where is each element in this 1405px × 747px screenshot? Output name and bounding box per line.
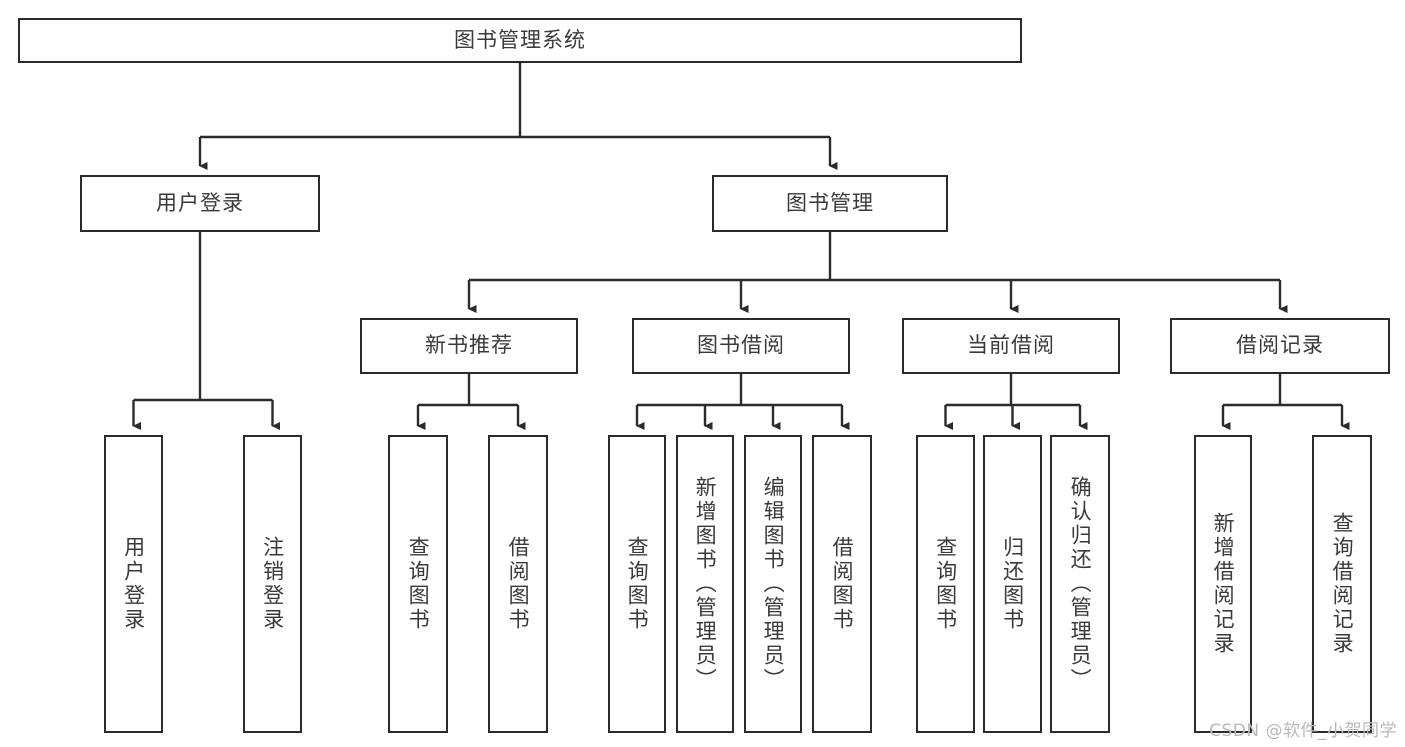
- leaf-node-box[interactable]: 借阅图书: [812, 435, 872, 733]
- leaf-node-box[interactable]: 借阅图书: [488, 435, 548, 733]
- node-label: 图书管理系统: [454, 27, 586, 52]
- node-label: 查询图书: [406, 536, 431, 632]
- node-label: 用户登录: [121, 536, 146, 632]
- leaf-node-box[interactable]: 查询图书: [608, 435, 666, 733]
- level3-node-box[interactable]: 新书推荐: [360, 318, 578, 374]
- leaf-node-box[interactable]: 归还图书: [983, 435, 1042, 733]
- node-label: 新增图书（管理员）: [693, 476, 718, 692]
- node-label: 编辑图书（管理员）: [761, 476, 786, 692]
- node-label: 注销登录: [260, 536, 285, 632]
- node-label: 新增借阅记录: [1211, 512, 1236, 656]
- node-label: 借阅图书: [830, 536, 855, 632]
- leaf-node-box[interactable]: 用户登录: [104, 435, 163, 733]
- level2-node-box[interactable]: 图书管理: [712, 175, 948, 232]
- level3-node-box[interactable]: 当前借阅: [902, 318, 1120, 374]
- level3-node-box[interactable]: 图书借阅: [632, 318, 850, 374]
- level2-node-box[interactable]: 用户登录: [80, 175, 320, 232]
- leaf-node-box[interactable]: 查询借阅记录: [1312, 435, 1372, 733]
- node-label: 用户登录: [156, 190, 244, 215]
- root-node-box[interactable]: 图书管理系统: [18, 18, 1022, 63]
- leaf-node-box[interactable]: 查询图书: [388, 435, 448, 733]
- leaf-node-box[interactable]: 查询图书: [916, 435, 975, 733]
- node-label: 借阅图书: [506, 536, 531, 632]
- node-label: 新书推荐: [425, 333, 513, 358]
- node-label: 查询借阅记录: [1330, 512, 1355, 656]
- node-label: 图书管理: [786, 190, 874, 215]
- leaf-node-box[interactable]: 编辑图书（管理员）: [744, 435, 802, 733]
- leaf-node-box[interactable]: 注销登录: [243, 435, 302, 733]
- leaf-node-box[interactable]: 新增图书（管理员）: [676, 435, 734, 733]
- leaf-node-box[interactable]: 新增借阅记录: [1194, 435, 1252, 733]
- level3-node-box[interactable]: 借阅记录: [1170, 318, 1390, 374]
- connector-layer: [132, 63, 1350, 431]
- node-label: 查询图书: [933, 536, 958, 632]
- node-label: 归还图书: [1000, 536, 1025, 632]
- node-label: 查询图书: [625, 536, 650, 632]
- node-label: 确认归还（管理员）: [1068, 476, 1093, 692]
- node-label: 图书借阅: [697, 333, 785, 358]
- leaf-node-box[interactable]: 确认归还（管理员）: [1050, 435, 1110, 733]
- node-label: 借阅记录: [1236, 333, 1324, 358]
- node-label: 当前借阅: [967, 333, 1055, 358]
